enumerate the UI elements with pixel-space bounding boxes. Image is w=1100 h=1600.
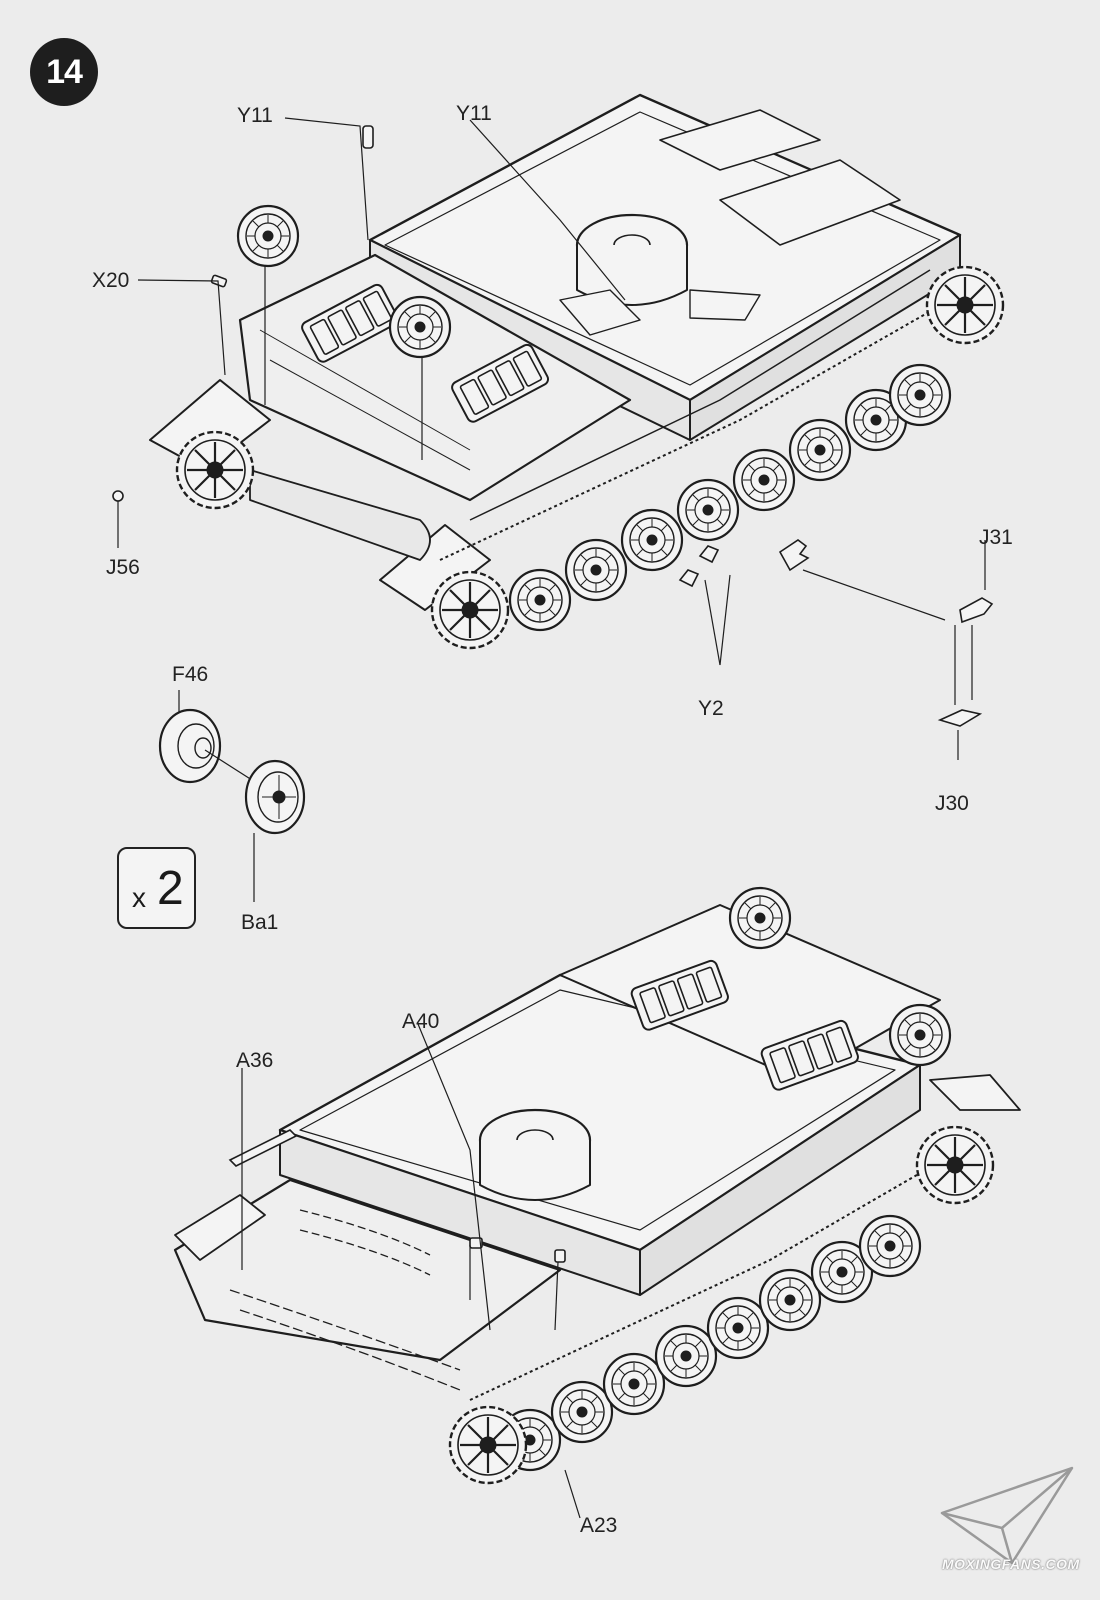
part-label-f46: F46	[172, 663, 209, 686]
small-parts-top	[112, 125, 994, 727]
part-label-j30: J30	[935, 792, 969, 815]
part-label-a40: A40	[402, 1010, 440, 1033]
step-number-badge: 14	[30, 38, 98, 106]
lower-hull-assembly	[173, 886, 1021, 1485]
upper-hull-assembly	[149, 93, 1005, 650]
quantity-box: x 2	[117, 847, 196, 929]
paper-plane-logo	[940, 1466, 1074, 1565]
part-label-a23: A23	[580, 1514, 618, 1537]
part-label-j31: J31	[979, 526, 1013, 549]
watermark-text: MOXINGFANS.COM	[942, 1556, 1080, 1572]
leader-lines-top	[117, 117, 986, 760]
part-label-y11-left: Y11	[237, 104, 273, 127]
part-label-j56: J56	[106, 556, 140, 579]
part-label-y2: Y2	[698, 697, 724, 720]
road-wheel-subassembly	[158, 690, 306, 902]
small-parts-bottom	[228, 1129, 566, 1263]
quantity-count: 2	[157, 862, 184, 915]
part-label-x20: X20	[92, 269, 130, 292]
part-label-ba1: Ba1	[241, 911, 279, 934]
quantity-prefix: x	[132, 882, 146, 913]
part-label-y11-right: Y11	[456, 102, 492, 125]
leader-lines-bottom	[241, 1023, 581, 1519]
part-label-a36: A36	[236, 1049, 274, 1072]
